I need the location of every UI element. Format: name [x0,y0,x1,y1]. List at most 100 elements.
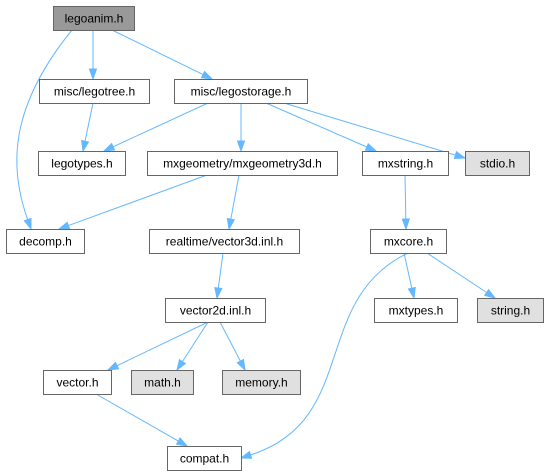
arrowhead-icon [214,287,223,300]
edge-vector-to-compat [95,393,189,447]
node-box [167,446,242,471]
node-mxgeometry3d[interactable]: mxgeometry/mxgeometry3d.h [147,151,338,176]
node-box [165,298,266,323]
node-box [174,79,308,104]
node-box [39,79,150,104]
edge-vector3d-to-vector2d [214,252,224,300]
arrowhead-icon [236,140,246,153]
node-label: vector2d.inl.h [180,304,251,318]
node-box [53,6,135,31]
edge-line [404,174,407,220]
arrowhead-icon [175,437,189,447]
edge-line [283,102,456,156]
node-label: stdio.h [480,157,515,171]
arrowhead-icon [102,142,116,152]
node-box [43,370,112,395]
arrowhead-icon [88,68,98,81]
node-legoanim[interactable]: legoanim.h [53,6,135,31]
arrowhead-icon [81,139,90,153]
edge-line [68,174,208,227]
arrowhead-icon [364,142,378,152]
node-label: mxgeometry/mxgeometry3d.h [163,157,322,171]
arrowhead-icon [407,286,416,300]
edge-line [217,252,224,289]
edge-line [182,321,209,362]
node-label: misc/legostorage.h [191,85,292,99]
edge-mxgeometry3d-to-decomp [57,174,208,230]
edge-line [230,174,240,220]
node-box [477,298,544,323]
edge-legostorage-to-legotypes [102,102,209,152]
edge-mxstring-to-mxcore [401,174,411,231]
node-vector2d[interactable]: vector2d.inl.h [165,298,266,323]
node-string[interactable]: string.h [477,298,544,323]
edge-vector2d-to-math [176,321,209,372]
node-memory[interactable]: memory.h [222,370,301,395]
node-box [149,229,300,254]
edge-line [95,393,179,442]
edge-legotree-to-legotypes [81,102,94,153]
node-label: legotypes.h [51,157,112,171]
node-label: legoanim.h [65,12,124,26]
edges-layer [16,29,497,459]
node-label: math.h [144,376,181,390]
arrowhead-icon [401,218,411,231]
node-mxcore[interactable]: mxcore.h [370,229,447,254]
edge-legoanim-to-decomp [16,29,73,231]
node-label: string.h [491,304,530,318]
node-label: memory.h [235,376,287,390]
node-label: mxstring.h [378,157,433,171]
node-box [222,370,301,395]
node-label: decomp.h [19,235,72,249]
nodes-layer: legoanim.h misc/legotree.h misc/legostorag… [6,6,544,471]
node-label: realtime/vector3d.inl.h [166,235,283,249]
edge-legostorage-to-stdio [283,102,467,159]
arrowhead-icon [106,361,120,371]
node-label: vector.h [56,376,98,390]
edge-vector2d-to-vector [106,321,209,371]
edge-legoanim-to-legostorage [111,29,214,80]
node-box [131,370,194,395]
node-math[interactable]: math.h [131,370,194,395]
node-box [465,151,530,176]
arrowhead-icon [57,221,71,230]
edge-mxgeometry3d-to-vector3d [226,174,240,231]
edge-line [112,102,209,148]
node-decomp[interactable]: decomp.h [6,229,85,254]
edge-vector2d-to-memory [219,321,246,372]
node-compat[interactable]: compat.h [167,446,242,471]
edge-line [111,29,204,76]
node-legotree[interactable]: misc/legotree.h [39,79,150,104]
edge-line [219,321,241,362]
arrowhead-icon [200,70,214,80]
node-label: misc/legotree.h [54,85,135,99]
arrowhead-icon [176,358,187,372]
edge-legostorage-to-mxstring [265,102,378,152]
edge-line [403,252,413,289]
arrowhead-icon [453,150,467,159]
node-legotypes[interactable]: legotypes.h [38,151,126,176]
node-label: mxtypes.h [389,304,444,318]
node-box [6,229,85,254]
node-box [370,229,447,254]
edge-legostorage-to-mxgeometry3d [236,103,246,153]
edge-line [265,102,368,148]
edge-line [16,29,73,220]
edge-line [116,321,209,367]
edge-mxcore-to-mxtypes [403,252,416,300]
node-label: mxcore.h [384,235,433,249]
edge-legoanim-to-legotree [88,30,98,81]
edge-line [250,252,409,456]
node-vector3d[interactable]: realtime/vector3d.inl.h [149,229,300,254]
node-box [362,151,449,176]
node-vector[interactable]: vector.h [43,370,112,395]
arrowhead-icon [226,217,236,231]
arrowhead-icon [239,450,253,459]
edge-line [426,252,487,293]
node-stdio[interactable]: stdio.h [465,151,530,176]
node-legostorage[interactable]: misc/legostorage.h [174,79,308,104]
node-mxstring[interactable]: mxstring.h [362,151,449,176]
node-mxtypes[interactable]: mxtypes.h [374,298,458,323]
edge-mxcore-to-compat [239,252,409,459]
edge-mxcore-to-string [426,252,497,299]
